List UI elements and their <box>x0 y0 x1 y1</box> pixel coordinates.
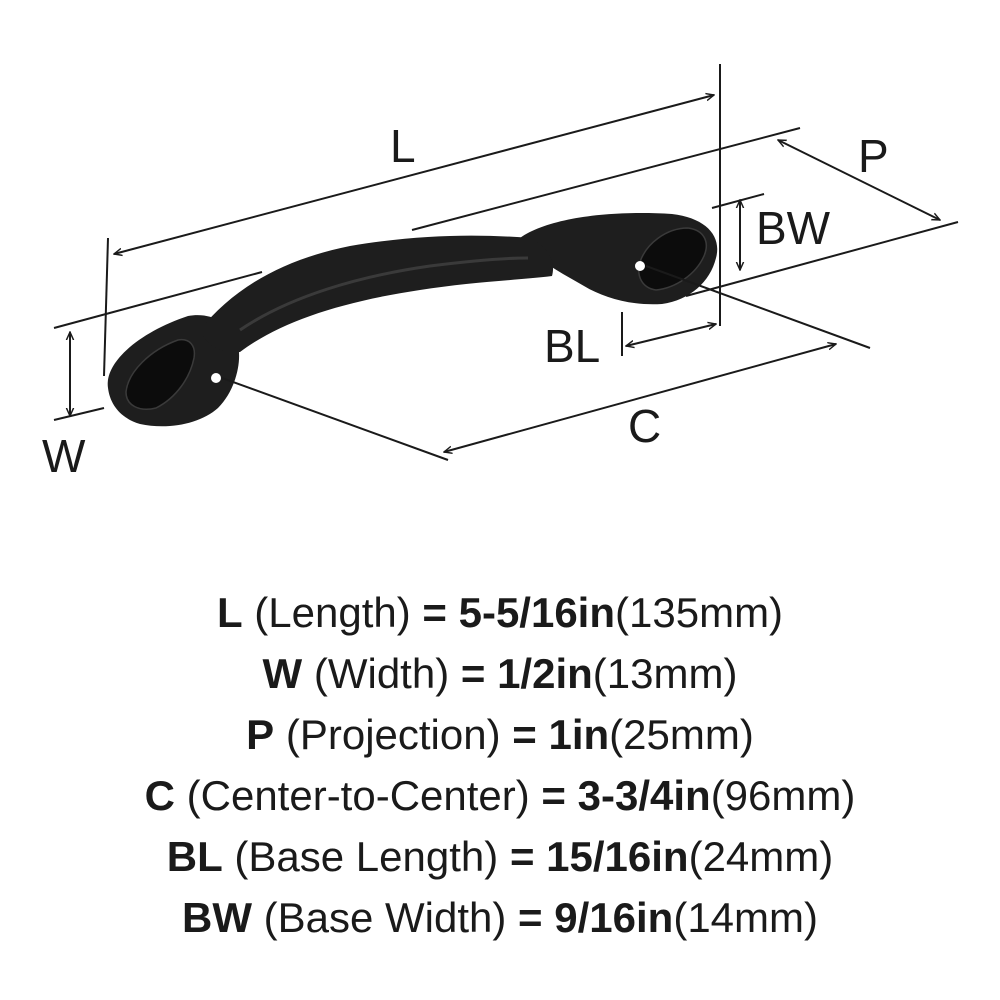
spec-name: (Projection) <box>285 711 501 758</box>
right-screw-hole <box>635 261 645 271</box>
spec-projection: P (Projection) = 1in(25mm) <box>0 704 1000 765</box>
spec-equals: = <box>512 711 537 758</box>
spec-symbol: BL <box>166 833 223 880</box>
label-length: L <box>390 120 416 172</box>
spec-imperial: 15/16in <box>546 833 689 880</box>
spec-symbol: W <box>262 650 303 697</box>
label-base-length: BL <box>544 320 600 372</box>
spec-metric: (135mm) <box>615 589 784 636</box>
spec-width: W (Width) = 1/2in(13mm) <box>0 643 1000 704</box>
width-extension-bottom <box>53 407 105 421</box>
projection-dimension-line <box>778 139 940 221</box>
spec-name: (Center-to-Center) <box>186 772 530 819</box>
center-to-center-dimension-line <box>444 344 836 452</box>
center-extension-left <box>221 377 449 461</box>
label-center-to-center: C <box>628 400 661 452</box>
label-projection: P <box>858 130 889 182</box>
dimension-spec-list: L (Length) = 5-5/16in(135mm) W (Width) =… <box>0 582 1000 948</box>
spec-imperial: 9/16in <box>554 894 674 941</box>
spec-metric: (25mm) <box>609 711 754 758</box>
left-screw-hole <box>211 373 221 383</box>
width-extension-top <box>53 271 263 329</box>
spec-symbol: P <box>246 711 275 758</box>
spec-name: (Length) <box>254 589 411 636</box>
label-base-width: BW <box>756 202 831 254</box>
spec-imperial: 1/2in <box>497 650 593 697</box>
projection-extension-bottom <box>685 221 959 297</box>
spec-name: (Base Width) <box>263 894 507 941</box>
spec-imperial: 5-5/16in <box>458 589 616 636</box>
spec-base-width: BW (Base Width) = 9/16in(14mm) <box>0 887 1000 948</box>
handle-grip <box>200 235 554 353</box>
length-dimension-line <box>114 95 714 254</box>
dimension-diagram: L P BW BL C W <box>42 64 959 482</box>
spec-symbol: C <box>144 772 175 819</box>
length-extension-left <box>103 237 109 377</box>
spec-metric: (13mm) <box>592 650 738 697</box>
spec-base-length: BL (Base Length) = 15/16in(24mm) <box>0 826 1000 887</box>
spec-metric: (96mm) <box>710 772 856 819</box>
spec-equals: = <box>460 650 486 697</box>
spec-center-to-center: C (Center-to-Center) = 3-3/4in(96mm) <box>0 765 1000 826</box>
spec-equals: = <box>509 833 535 880</box>
spec-metric: (14mm) <box>673 894 818 941</box>
handle-grip-highlight <box>239 256 529 332</box>
spec-equals: = <box>422 589 447 636</box>
cabinet-pull-handle <box>107 213 718 427</box>
spec-name: (Width) <box>313 650 450 697</box>
spec-symbol: BW <box>181 894 252 941</box>
spec-symbol: L <box>216 589 243 636</box>
projection-extension-top <box>411 127 801 231</box>
spec-equals: = <box>518 894 543 941</box>
spec-metric: (24mm) <box>688 833 834 880</box>
spec-imperial: 1in <box>548 711 610 758</box>
spec-imperial: 3-3/4in <box>577 772 711 819</box>
center-extension-right <box>645 265 871 349</box>
label-width: W <box>42 430 86 482</box>
spec-length: L (Length) = 5-5/16in(135mm) <box>0 582 1000 643</box>
spec-name: (Base Length) <box>234 833 499 880</box>
base-length-dimension-line <box>626 324 716 346</box>
left-foot-cavity <box>125 338 196 410</box>
spec-equals: = <box>541 772 566 819</box>
dimension-lines <box>53 64 959 461</box>
